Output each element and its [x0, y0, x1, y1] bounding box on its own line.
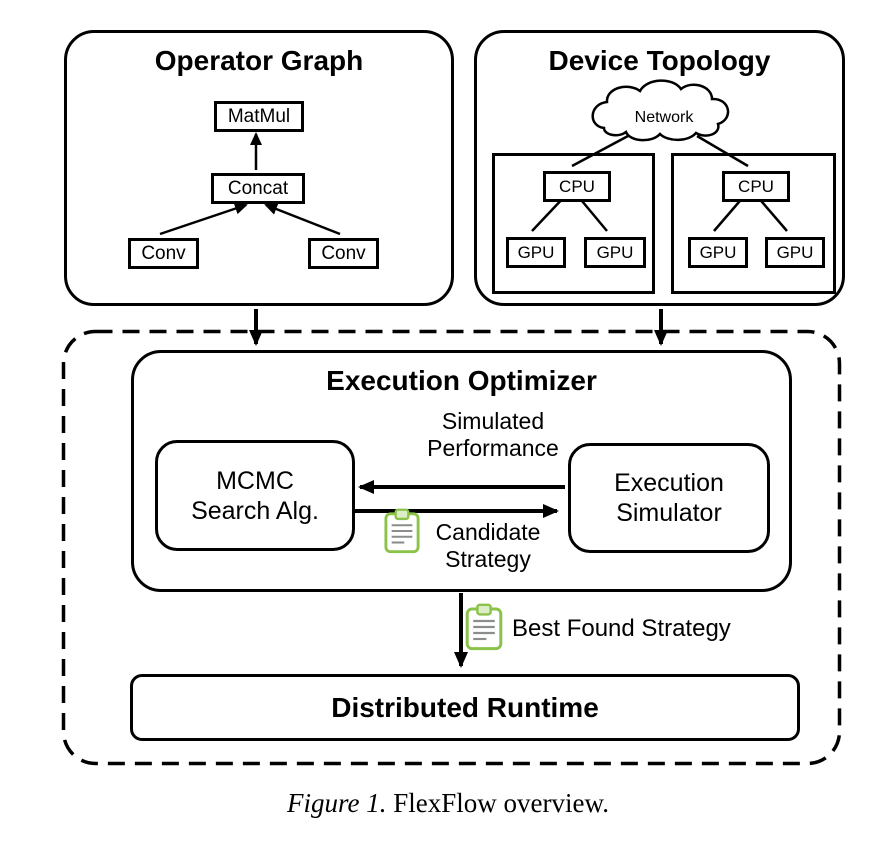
device-group-right: CPU GPU GPU — [671, 153, 836, 294]
figure-caption-label: Figure 1. — [287, 788, 387, 818]
figure-caption-text: FlexFlow overview. — [393, 788, 609, 818]
mcmc-search-box: MCMC Search Alg. — [155, 440, 355, 551]
clipboard-icon — [384, 508, 420, 554]
edge-network-to-cpu-left — [571, 134, 629, 168]
operator-graph-title: Operator Graph — [154, 45, 364, 76]
execution-optimizer-panel: Execution Optimizer MCMC Search Alg. Exe… — [131, 350, 792, 592]
clipboard-icon — [465, 603, 503, 651]
node-cpu: CPU — [543, 171, 611, 202]
arrow-convleft-to-concat — [159, 202, 248, 236]
node-conv-left: Conv — [128, 238, 199, 269]
device-topology-panel: Device Topology Network CPU GPU GPU CPU … — [474, 30, 845, 306]
simulated-performance-label: Simulated Performance — [427, 408, 559, 462]
node-gpu: GPU — [506, 237, 566, 268]
execution-optimizer-title: Execution Optimizer — [326, 365, 597, 396]
device-topology-title: Device Topology — [548, 45, 771, 76]
execution-simulator-box: Execution Simulator — [568, 443, 770, 553]
distributed-runtime-box: Distributed Runtime — [130, 674, 800, 741]
node-matmul: MatMul — [214, 101, 304, 132]
candidate-strategy-label: Candidate Strategy — [435, 519, 541, 573]
network-label: Network — [634, 109, 694, 126]
node-gpu: GPU — [688, 237, 748, 268]
arrow-convright-to-concat — [264, 203, 341, 236]
operator-graph-panel: Operator Graph MatMul Concat Conv Conv — [64, 30, 454, 306]
network-cloud-icon — [591, 79, 730, 142]
node-cpu: CPU — [722, 171, 790, 202]
flexflow-system-boundary — [61, 329, 842, 766]
node-gpu: GPU — [584, 237, 646, 268]
best-found-strategy-label: Best Found Strategy — [512, 615, 731, 642]
edge-network-to-cpu-right — [696, 134, 749, 168]
node-concat: Concat — [211, 173, 305, 204]
node-conv-right: Conv — [308, 238, 379, 269]
distributed-runtime-title: Distributed Runtime — [331, 691, 599, 723]
node-gpu: GPU — [765, 237, 825, 268]
figure-caption: Figure 1. FlexFlow overview. — [0, 788, 896, 819]
device-group-left: CPU GPU GPU — [492, 153, 655, 294]
